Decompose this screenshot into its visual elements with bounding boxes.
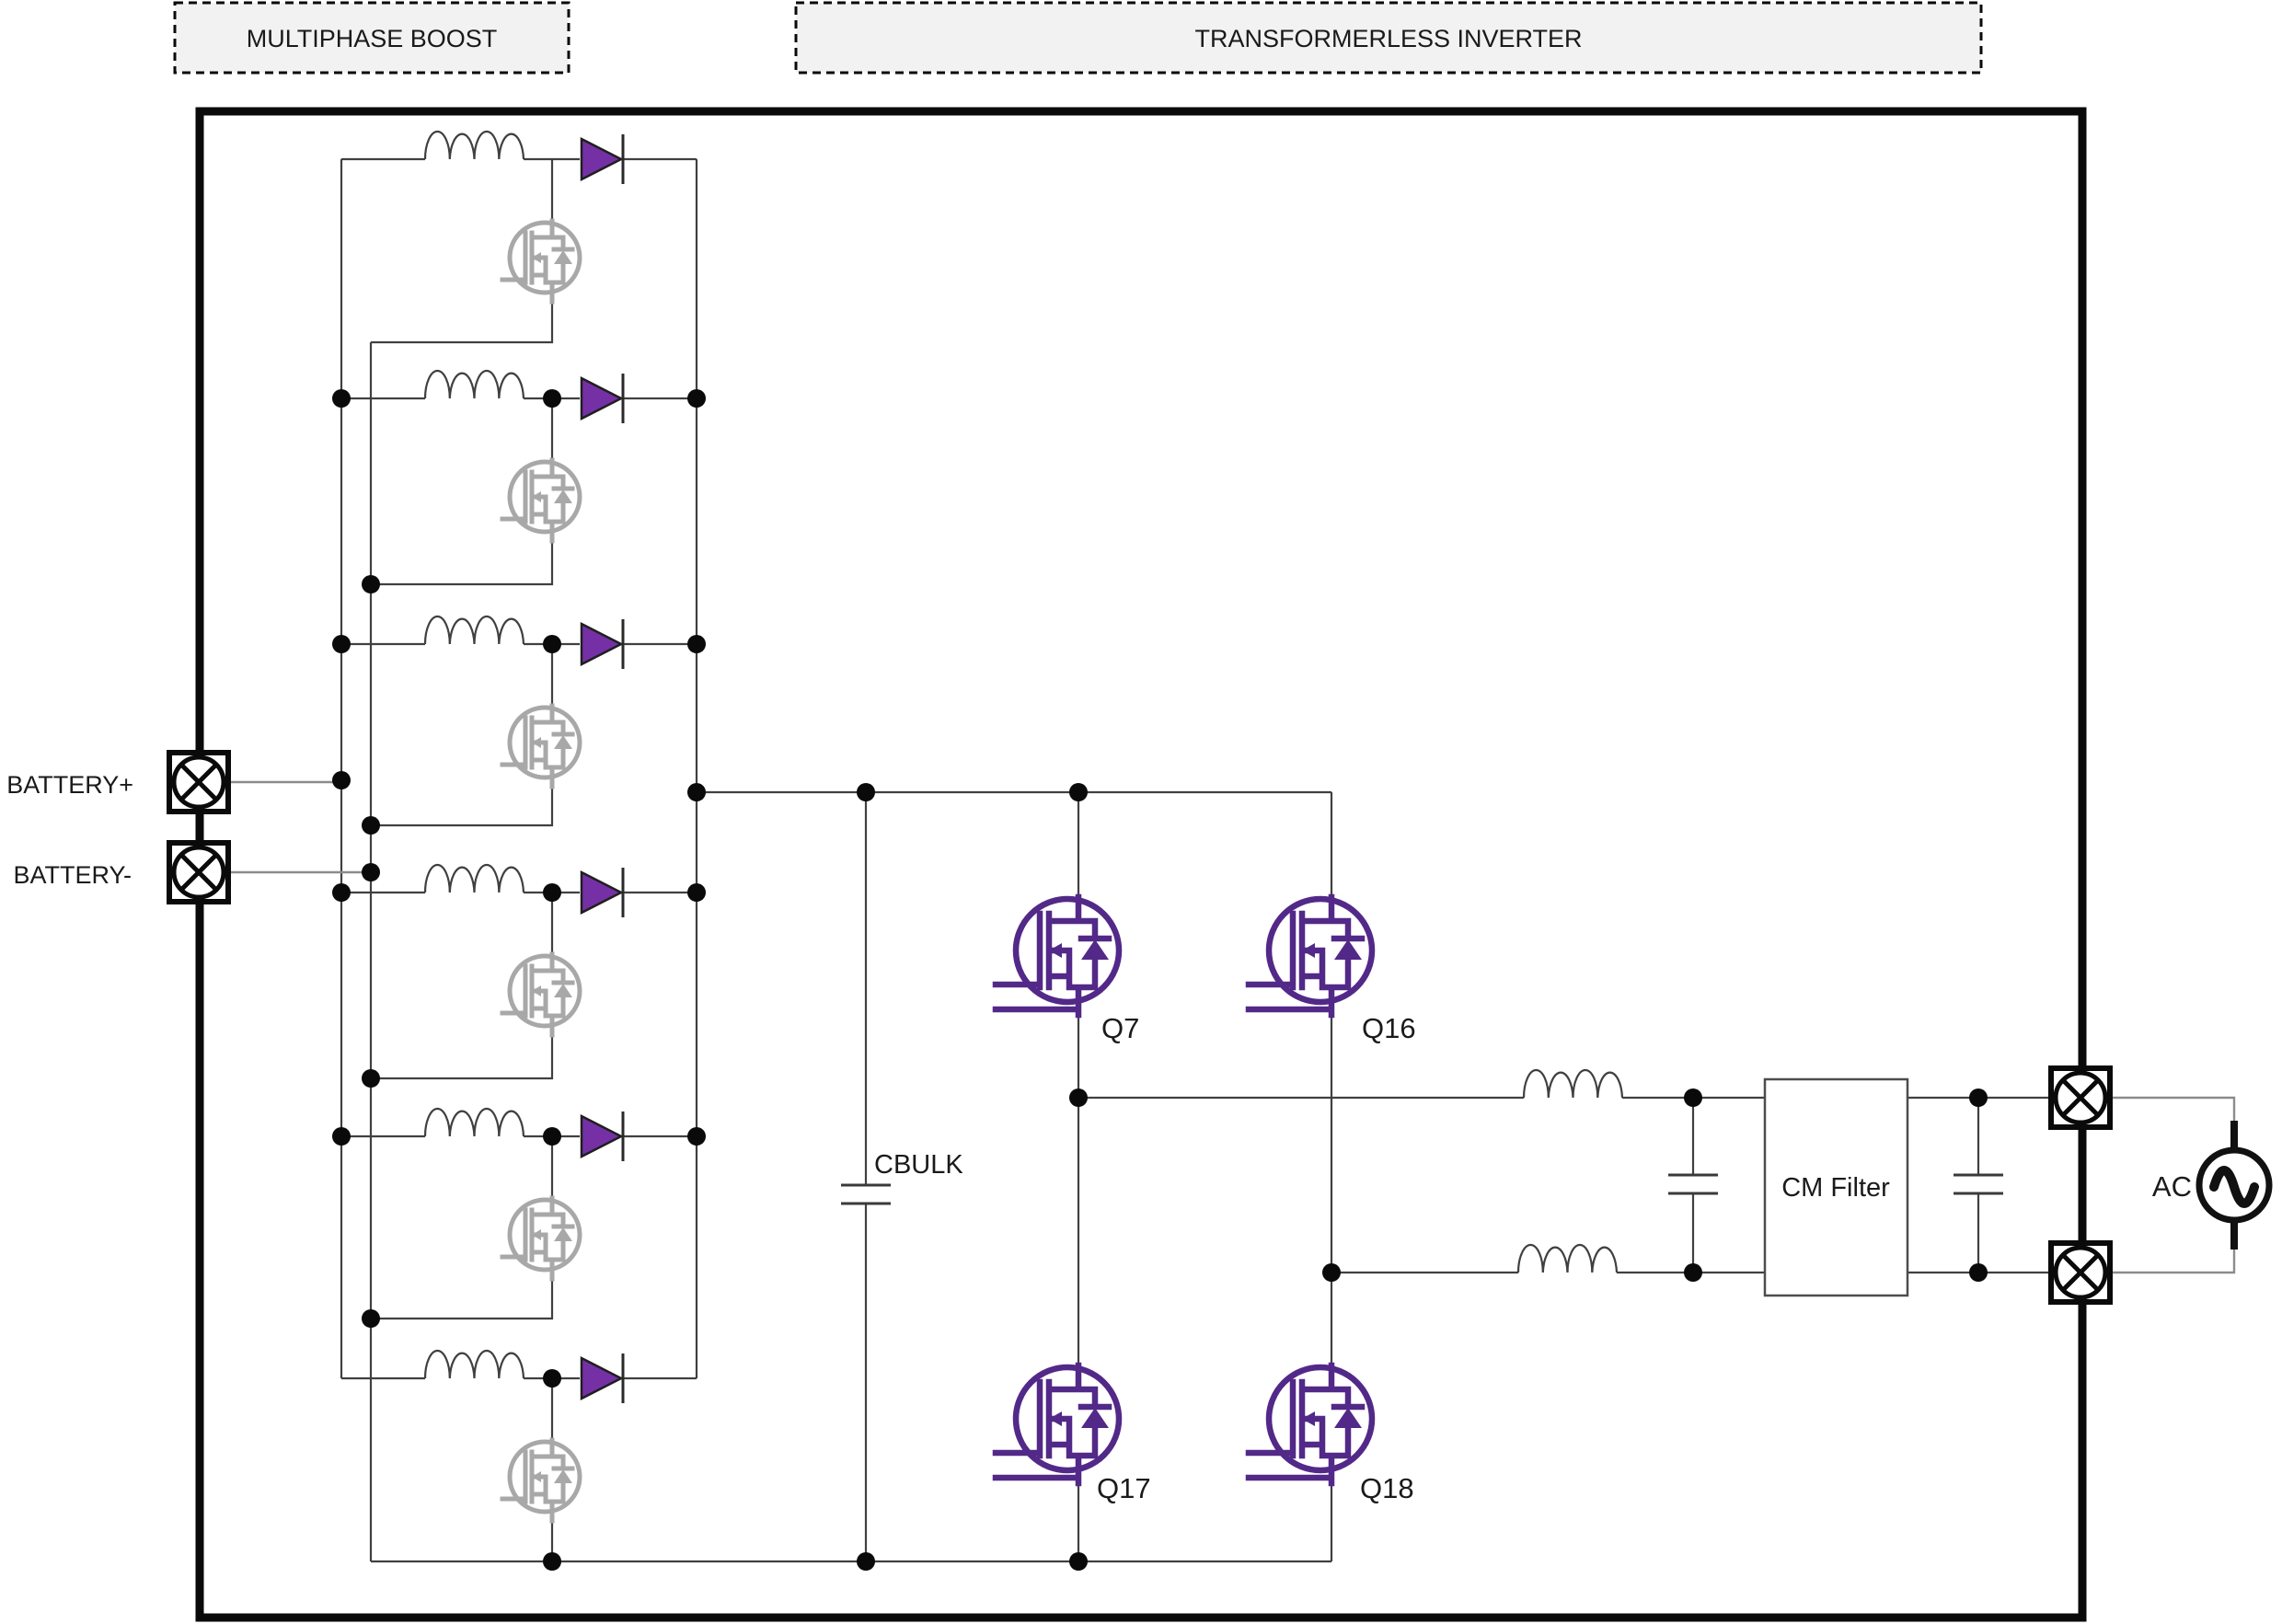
q16-mosfet bbox=[1249, 897, 1372, 1015]
battery-plus-terminal-icon bbox=[169, 753, 228, 812]
battery-input: BATTERY+ BATTERY- bbox=[6, 753, 371, 902]
section-label-transformerless-inverter: TRANSFORMERLESS INVERTER bbox=[794, 1, 1983, 75]
transformerless-inverter-label: TRANSFORMERLESS INVERTER bbox=[1194, 25, 1582, 52]
bulk-capacitor: CBULK bbox=[841, 1150, 963, 1205]
battery-minus-label: BATTERY- bbox=[13, 861, 132, 889]
phase-2-inductor bbox=[423, 369, 525, 400]
boost-bus-wires bbox=[340, 159, 1331, 1563]
phase-2-diode bbox=[580, 372, 625, 425]
ac-terminal-top-icon bbox=[2051, 1068, 2110, 1127]
phase-1-mosfet bbox=[502, 221, 580, 302]
battery-minus-terminal-icon bbox=[169, 843, 228, 902]
bulk-capacitor-label: CBULK bbox=[874, 1150, 963, 1180]
x-capacitor-right bbox=[1954, 1173, 2003, 1195]
transformerless-inverter-box bbox=[794, 1, 1983, 75]
section-label-multiphase-boost: MULTIPHASE BOOST bbox=[173, 1, 570, 75]
boost-phase-2 bbox=[341, 369, 697, 586]
phase-6-mosfet bbox=[502, 1440, 580, 1521]
h-bridge-wires bbox=[1077, 792, 1333, 1561]
phase-3-mosfet bbox=[502, 706, 580, 787]
q18-label: Q18 bbox=[1360, 1472, 1414, 1504]
phase-6-diode bbox=[580, 1352, 625, 1405]
multiphase-boost-section: CBULK bbox=[340, 130, 1331, 1563]
junction-dots bbox=[332, 389, 1988, 1571]
battery-plus-label: BATTERY+ bbox=[6, 771, 133, 799]
output-inductor-top bbox=[1522, 1068, 1624, 1100]
phase-5-inductor bbox=[423, 1107, 525, 1138]
phase-2-mosfet bbox=[502, 460, 580, 541]
phase-1-inductor bbox=[423, 130, 525, 161]
phase-5-diode bbox=[580, 1110, 625, 1163]
phase-3-diode bbox=[580, 617, 625, 671]
boost-phase-6 bbox=[341, 1349, 697, 1561]
boost-phase-4 bbox=[341, 863, 697, 1080]
ac-terminal-bottom-icon bbox=[2051, 1243, 2110, 1302]
q17-label: Q17 bbox=[1097, 1472, 1151, 1504]
q16-label: Q16 bbox=[1362, 1012, 1416, 1044]
cm-filter-label: CM Filter bbox=[1781, 1173, 1890, 1203]
phase-1-diode bbox=[580, 132, 625, 186]
q7-label: Q7 bbox=[1101, 1012, 1139, 1044]
ac-source-icon bbox=[2196, 1121, 2273, 1250]
cm-filter-block: CM Filter bbox=[1763, 1077, 1909, 1297]
q18-mosfet bbox=[1249, 1365, 1372, 1483]
battery-connect-wires bbox=[228, 780, 371, 874]
ac-output: AC bbox=[2051, 1068, 2273, 1302]
multiphase-boost-label: MULTIPHASE BOOST bbox=[247, 25, 498, 52]
ac-connect-wires bbox=[2110, 1096, 2236, 1274]
boost-phase-3 bbox=[341, 615, 697, 827]
multiphase-boost-box bbox=[173, 1, 570, 75]
schematic-border bbox=[195, 107, 2087, 1622]
ac-label: AC bbox=[2152, 1170, 2192, 1203]
phase-5-mosfet bbox=[502, 1198, 580, 1279]
q7-mosfet bbox=[996, 897, 1119, 1015]
boost-phase-5 bbox=[341, 1107, 697, 1320]
phase-4-inductor bbox=[423, 863, 525, 894]
output-inductor-bottom bbox=[1516, 1243, 1619, 1274]
phase-4-diode bbox=[580, 866, 625, 919]
q17-mosfet bbox=[996, 1365, 1119, 1483]
x-capacitor-left bbox=[1668, 1173, 1718, 1195]
transformerless-inverter-section: Q7 Q16 Q17 Q18 CM Filter bbox=[996, 792, 2051, 1561]
phase-3-inductor bbox=[423, 615, 525, 646]
phase-4-mosfet bbox=[502, 954, 580, 1035]
phase-6-inductor bbox=[423, 1349, 525, 1380]
boost-phase-1 bbox=[341, 130, 697, 344]
